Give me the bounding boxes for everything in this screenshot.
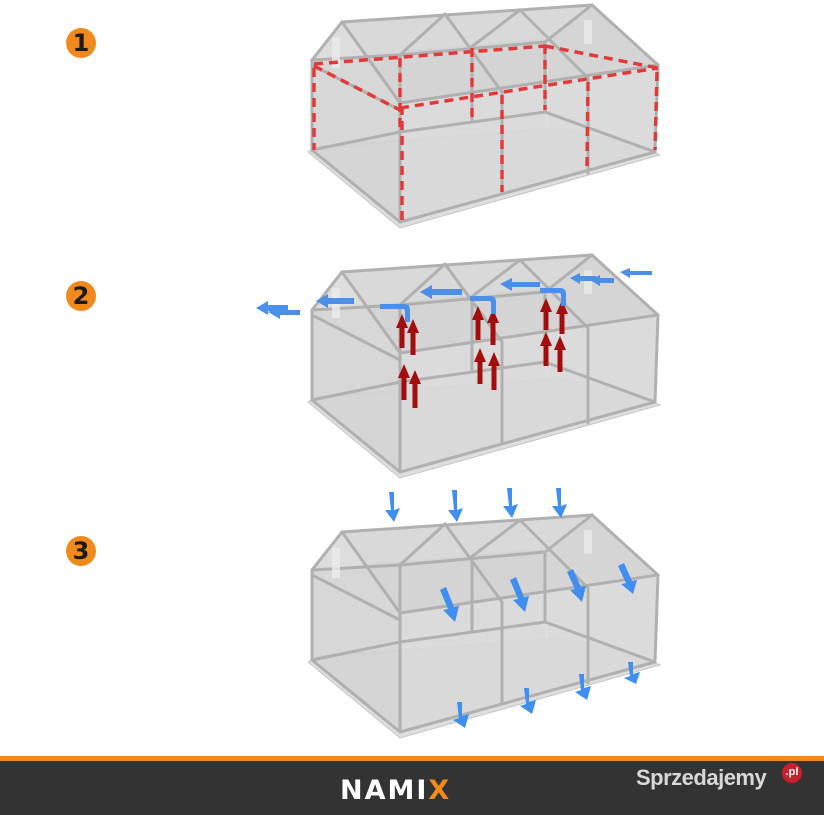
tent-illustrations bbox=[256, 3, 662, 740]
brand-x-accent: X bbox=[428, 775, 452, 806]
step-badge-1: 1 bbox=[66, 28, 96, 58]
step-badge-3: 3 bbox=[66, 536, 96, 566]
instruction-illustration: 1 2 3 bbox=[66, 3, 662, 740]
tent-frame-step-1 bbox=[306, 3, 662, 230]
brand-text: NAMI bbox=[340, 775, 429, 806]
pl-tld-badge: .pl bbox=[782, 763, 802, 783]
step-badge-2: 2 bbox=[66, 281, 96, 311]
step-number: 1 bbox=[72, 29, 90, 57]
footer-bar: NAMIX Sprzedajemy .pl bbox=[0, 756, 824, 815]
step-number: 3 bbox=[72, 537, 90, 565]
tent-frame-step-2 bbox=[256, 253, 662, 480]
tent-frame-step-3 bbox=[306, 488, 662, 740]
step-number: 2 bbox=[72, 282, 90, 310]
sprzedajemy-logo: Sprzedajemy bbox=[636, 765, 767, 790]
namix-logo: NAMIX bbox=[340, 775, 451, 806]
vent-air-arrows bbox=[256, 268, 652, 322]
red-dashed-outline bbox=[312, 44, 659, 220]
warm-air-arrows bbox=[396, 298, 568, 408]
cold-air-arrows bbox=[385, 488, 640, 728]
